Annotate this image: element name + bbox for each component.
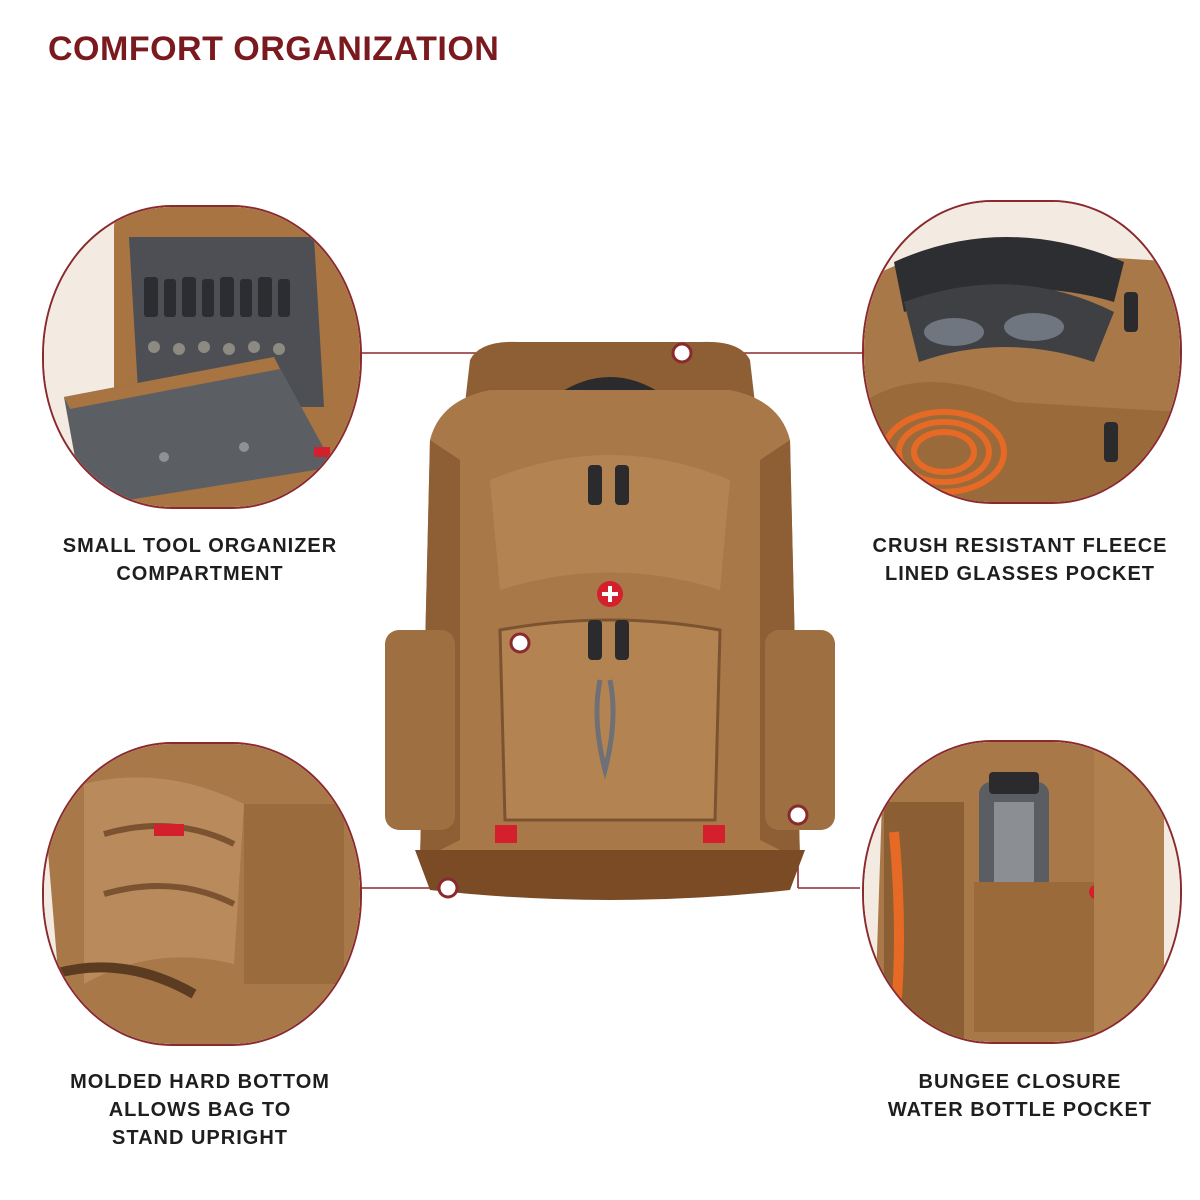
tool-organizer-photo [42, 205, 362, 509]
page-title: COMFORT ORGANIZATION [48, 30, 500, 68]
caption-line: CRUSH RESISTANT FLEECE [872, 535, 1168, 557]
caption-tool-organizer: SMALL TOOL ORGANIZER COMPARTMENT [42, 532, 358, 588]
bottle-pocket-photo [862, 740, 1182, 1044]
glasses-pocket-photo [862, 200, 1182, 504]
caption-bottle-pocket: BUNGEE CLOSURE WATER BOTTLE POCKET [862, 1068, 1178, 1124]
caption-line: LINED GLASSES POCKET [884, 563, 1156, 585]
caption-line: ALLOWS BAG TO [108, 1099, 292, 1121]
caption-line: BUNGEE CLOSURE [918, 1071, 1122, 1093]
caption-line: SMALL TOOL ORGANIZER [62, 535, 338, 557]
caption-glasses-pocket: CRUSH RESISTANT FLEECE LINED GLASSES POC… [862, 532, 1178, 588]
molded-bottom-photo [42, 742, 362, 1046]
caption-line: STAND UPRIGHT [112, 1127, 288, 1149]
caption-line: COMPARTMENT [116, 563, 284, 585]
caption-molded-bottom: MOLDED HARD BOTTOM ALLOWS BAG TO STAND U… [42, 1068, 358, 1152]
caption-line: WATER BOTTLE POCKET [887, 1099, 1153, 1121]
backpack-illustration [360, 320, 860, 920]
caption-line: MOLDED HARD BOTTOM [70, 1071, 330, 1093]
